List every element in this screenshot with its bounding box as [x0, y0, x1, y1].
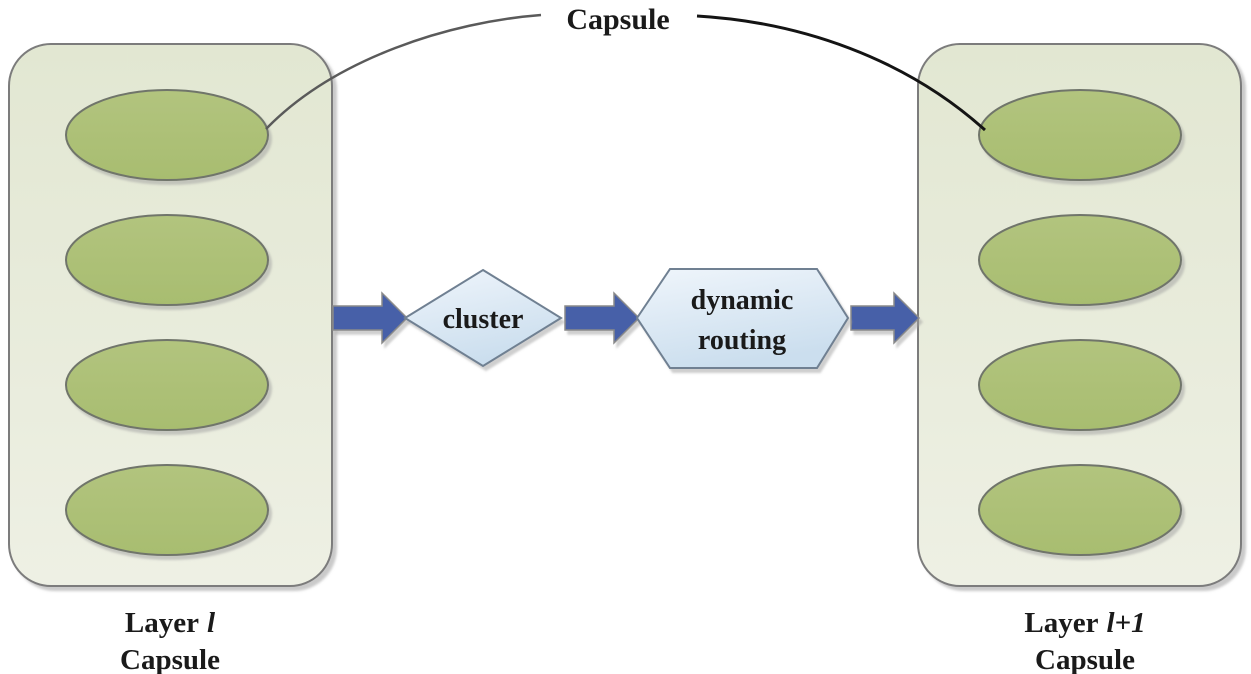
layer-l-plus-1-label: Layer l+1	[1024, 607, 1145, 639]
capsule-ellipse	[978, 339, 1182, 431]
layer-l-plus-1-capsule-label: Capsule	[1035, 644, 1135, 674]
capsule-ellipse	[65, 214, 269, 306]
cluster-label: cluster	[443, 304, 524, 335]
layer-l-plus-1-label-word: Layer	[1024, 607, 1098, 639]
capsule-annotation-label: Capsule	[566, 3, 669, 36]
capsule-ellipse	[978, 214, 1182, 306]
layer-l-plus-1-label-index: l+1	[1107, 607, 1146, 639]
capsule-ellipse	[65, 464, 269, 556]
layer-l-label-word: Layer	[125, 607, 199, 639]
arrow-right-icon	[564, 291, 641, 345]
dynamic-routing-label-line2: routing	[698, 325, 786, 356]
dynamic-routing-label-line1: dynamic	[691, 285, 794, 316]
capsule-ellipse	[978, 464, 1182, 556]
dynamic-routing-hexagon	[635, 268, 850, 369]
layer-l-capsules	[65, 89, 269, 556]
capsule-ellipse	[65, 339, 269, 431]
layer-l-capsule-label: Capsule	[120, 644, 220, 674]
layer-l-label-index: l	[207, 607, 216, 639]
capsule-pointer-line-right	[696, 14, 987, 132]
cluster-diamond	[403, 268, 563, 368]
capsule-pointer-line-left	[265, 13, 542, 130]
capsule-ellipse	[65, 89, 269, 181]
arrow-right-icon	[850, 291, 921, 345]
layer-l-plus-1-box	[917, 43, 1242, 587]
layer-l-box	[8, 43, 333, 587]
layer-l-plus-1-capsules	[978, 89, 1182, 556]
capsule-ellipse	[978, 89, 1182, 181]
arrow-right-icon	[332, 291, 409, 345]
